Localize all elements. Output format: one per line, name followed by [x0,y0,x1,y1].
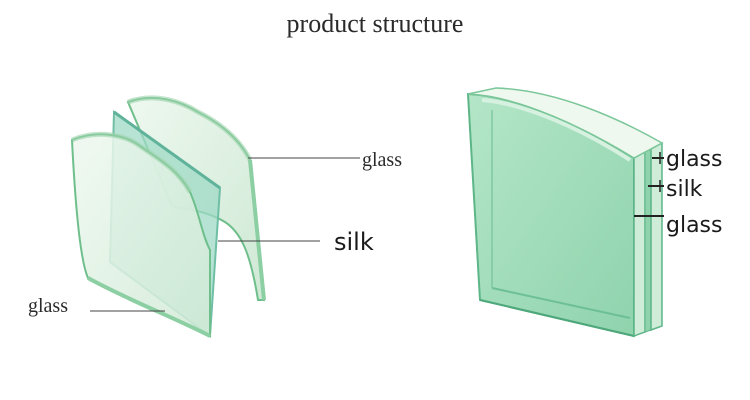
label-glass-back: glass [362,149,402,171]
label-silk-assembled: silk [666,177,703,202]
page-title: product structure [287,9,464,38]
label-glass-front: glass [28,295,68,317]
exploded-view: glass silk glass [28,95,402,338]
assembled-view: glass silk glass [466,87,722,338]
front-glass-pane [70,131,211,338]
label-silk-exploded: silk [334,228,374,256]
label-glass-top: glass [666,147,722,172]
label-glass-bottom: glass [666,213,722,238]
